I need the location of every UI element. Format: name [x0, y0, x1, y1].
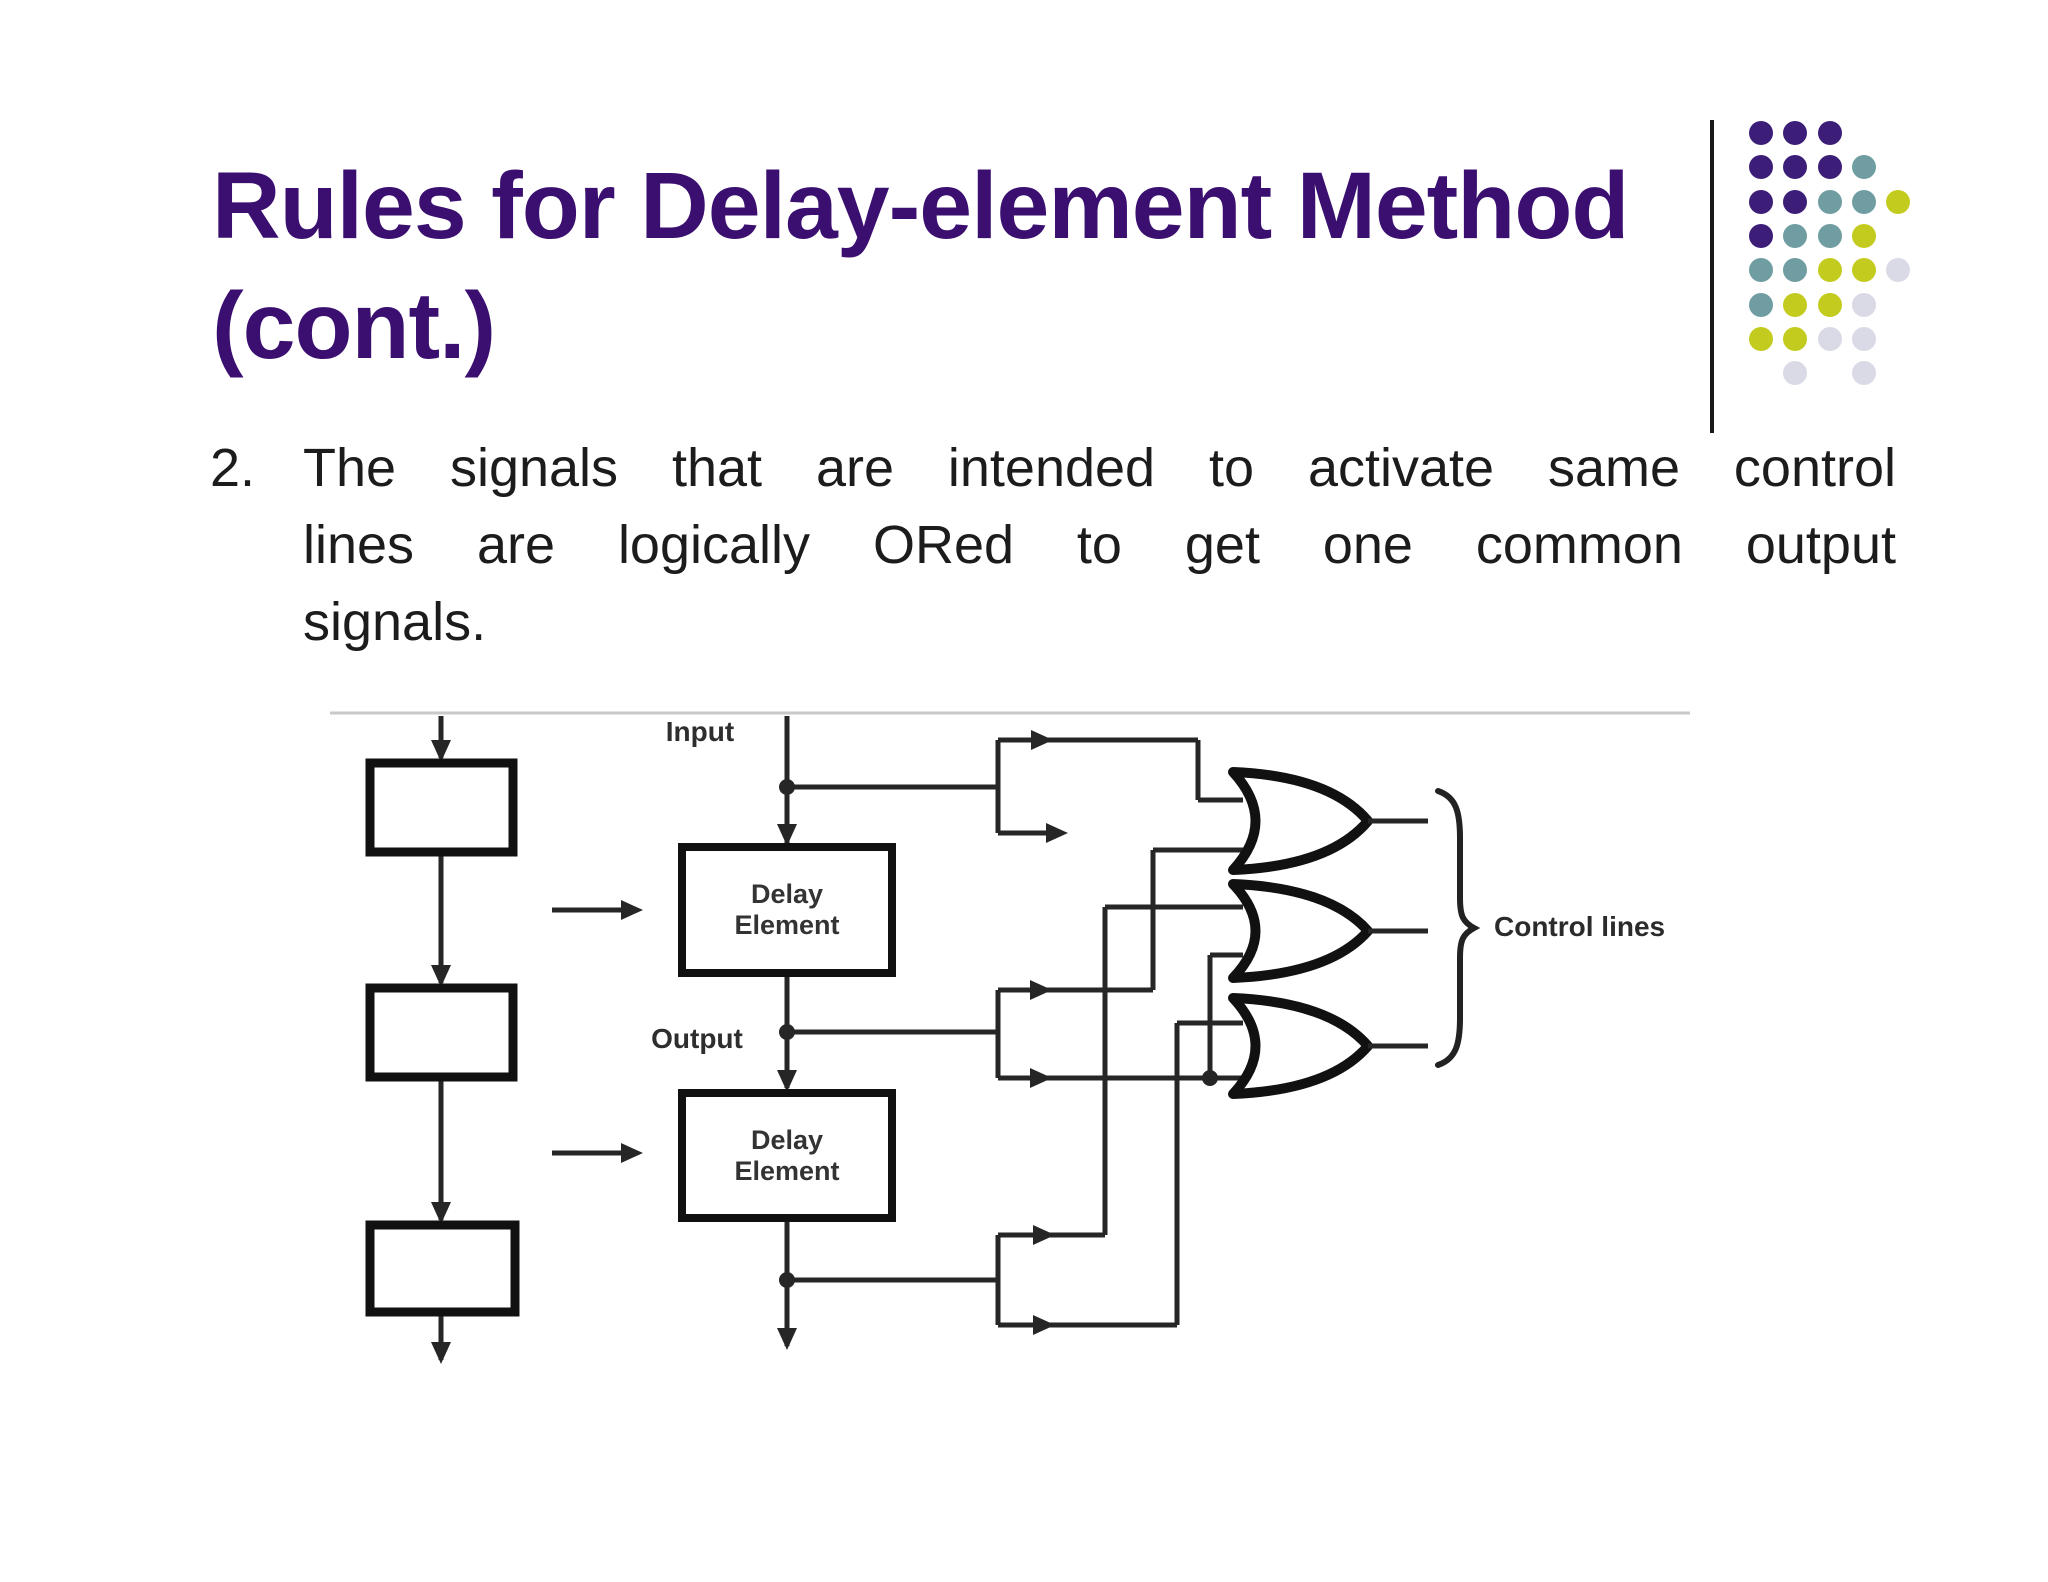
decorative-dot: [1749, 326, 1773, 351]
decorative-dot: [1851, 292, 1876, 317]
delay-element-2-label: Delay Element: [682, 1093, 892, 1218]
decorative-dot: [1783, 223, 1808, 248]
decorative-dot: [1783, 292, 1808, 317]
decorative-dot: [1817, 223, 1842, 248]
or-gate-1: [1228, 767, 1373, 875]
decorative-dot: [1817, 292, 1842, 317]
input-label: Input: [665, 716, 735, 747]
delay-element-1-label: Delay Element: [682, 847, 892, 973]
delay-element-box-2: [678, 1089, 896, 1222]
decorative-dot: [1851, 155, 1876, 180]
flow-box-2: [365, 983, 518, 1082]
gate-output-lines: [1368, 818, 1428, 1049]
decorative-dot: [1783, 189, 1808, 214]
decorative-dot: [1783, 155, 1808, 180]
decorative-dot: [1817, 326, 1842, 351]
decorative-dot: [1783, 326, 1808, 351]
decorative-dot: [1851, 326, 1876, 351]
body-text-line: signals.: [303, 592, 487, 652]
slide-title-line2: (cont.): [212, 273, 496, 379]
list-item-text: The signals that are intended to activat…: [303, 430, 1896, 661]
decorative-dot: [1749, 121, 1773, 145]
decorative-dot: [1886, 189, 1911, 214]
decorative-dot: [1749, 223, 1773, 248]
decorative-vertical-rule: [1710, 120, 1714, 433]
decorative-dot: [1851, 258, 1876, 283]
decorative-dot: [1851, 223, 1876, 248]
decorative-dot: [1783, 258, 1808, 283]
decorative-dot: [1817, 189, 1842, 214]
decorative-dot: [1783, 361, 1808, 386]
delay-element-2-label-line2: Element: [734, 1155, 840, 1186]
list-item-number: 2.: [210, 438, 256, 498]
decorative-dot: [1851, 361, 1876, 386]
output-label: Output: [651, 1023, 743, 1054]
flow-box-3: [365, 1220, 520, 1317]
or-gates: [1228, 767, 1373, 1099]
flow-box-1: [365, 758, 518, 857]
decorative-dot: [1749, 258, 1773, 283]
decorative-dot: [1886, 258, 1911, 283]
body-text-line: The signals that are intended to activat…: [303, 438, 1896, 498]
or-gate-3: [1228, 993, 1373, 1099]
decorative-dot: [1817, 121, 1842, 145]
decorative-dot: [1783, 121, 1808, 145]
decorative-dot: [1749, 189, 1773, 214]
control-lines-label: Control lines: [1494, 911, 1666, 942]
body-text-line: lines are logically ORed to get one comm…: [303, 515, 1896, 575]
delay-element-1-label-line1: Delay: [750, 879, 824, 909]
delay-element-2-label-line1: Delay: [750, 1124, 824, 1155]
decorative-dot: [1817, 258, 1842, 283]
delay-element-boxes: [678, 843, 896, 1222]
or-gate-2: [1228, 879, 1373, 983]
slide-title: Rules for Delay-element Method (cont.): [212, 146, 1629, 386]
decorative-dot: [1749, 292, 1773, 317]
decorative-dot: [1817, 155, 1842, 180]
flowchart-boxes: [365, 758, 520, 1317]
delay-element-1-label-line2: Element: [734, 910, 840, 940]
decorative-dot: [1851, 189, 1876, 214]
wires: [438, 716, 1243, 1360]
control-lines-brace: [1435, 788, 1481, 1068]
dot-pattern: [1749, 121, 1949, 411]
numbered-list-item: 2. The signals that are intended to acti…: [210, 430, 1896, 661]
delay-element-box-1: [678, 843, 896, 977]
decorative-dot: [1749, 155, 1773, 180]
junction-dots: [779, 779, 1218, 1288]
slide-title-line1: Rules for Delay-element Method: [212, 153, 1629, 259]
arrowheads: [431, 730, 1068, 1364]
